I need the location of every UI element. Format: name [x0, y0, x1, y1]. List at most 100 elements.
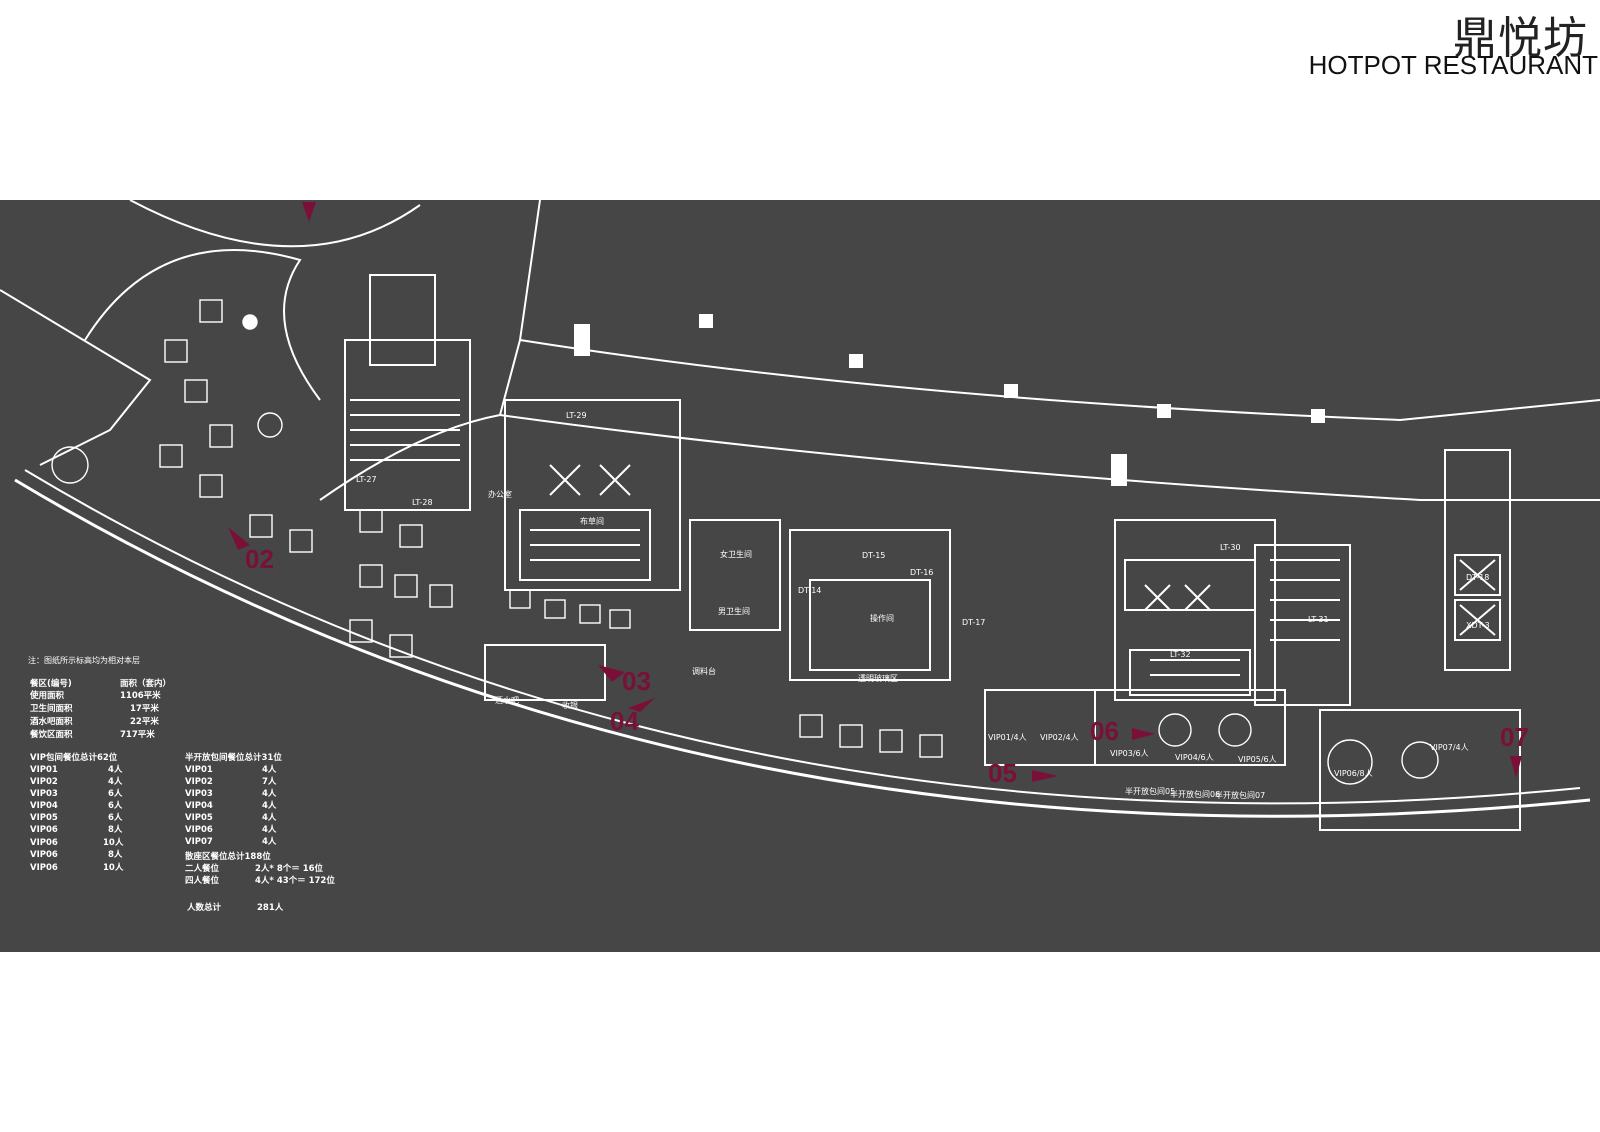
semi-value: 7人	[262, 776, 277, 787]
semi-value: 4人	[262, 764, 277, 775]
vip-name: VIP06	[30, 825, 58, 835]
lift-label: LT-32	[1170, 650, 1191, 659]
open-value: 2人* 8个＝ 16位	[255, 863, 324, 874]
vip-value: 8人	[108, 824, 123, 835]
room-label: VIP05/6人	[1238, 755, 1277, 764]
lift-label: LT-31	[1308, 615, 1329, 624]
lift-label: LT-27	[356, 475, 377, 484]
semi-value: 4人	[262, 824, 277, 835]
semi-name: VIP05	[185, 813, 213, 823]
vip-value: 4人	[108, 764, 123, 775]
vip-name: VIP05	[30, 813, 58, 823]
vip-name: VIP06	[30, 850, 58, 860]
vip-name: VIP02	[30, 777, 58, 787]
lift-label: DT-14	[798, 586, 821, 595]
semi-name: VIP02	[185, 777, 213, 787]
dining-tables	[51, 299, 1439, 785]
vip-name: VIP06	[30, 838, 58, 848]
room-labels: 办公室 布草间 女卫生间 男卫生间 操作间 透明玻璃区 调料台 酒水吧 收银 V…	[488, 489, 1469, 800]
room-label: 办公室	[488, 489, 512, 499]
vip-value: 6人	[108, 812, 123, 823]
open-name: 四人餐位	[185, 875, 220, 886]
lift-label: DT-18	[1466, 573, 1489, 582]
room-label: VIP04/6人	[1175, 753, 1214, 762]
lift-label: DT-17	[962, 618, 985, 627]
lift-label: DT-15	[862, 551, 885, 560]
room-label: 女卫生间	[720, 549, 752, 559]
lift-label: XDT-3	[1466, 621, 1490, 630]
marker-05: 05	[988, 758, 1017, 788]
lift-label: LT-28	[412, 498, 433, 507]
room-label: 操作间	[870, 613, 894, 623]
area-header-value: 面积（套内）	[120, 678, 171, 689]
lift-label: DT-16	[910, 568, 933, 577]
vip-value: 10人	[103, 862, 124, 873]
marker-arrow-icon	[598, 665, 625, 682]
plan-background	[0, 200, 1600, 952]
vip-value: 4人	[108, 776, 123, 787]
marker-arrow-icon	[628, 698, 655, 712]
area-value: 717平米	[120, 729, 155, 740]
marker-02: 02	[245, 544, 274, 574]
marker-arrow-icon	[228, 527, 250, 550]
room-label: VIP07/4人	[1430, 743, 1469, 752]
room-label: 半开放包间05	[1125, 786, 1175, 796]
open-name: 二人餐位	[185, 863, 220, 874]
lift-label: LT-30	[1220, 543, 1241, 552]
room-label: 酒水吧	[495, 695, 519, 705]
room-label: VIP06/8人	[1334, 769, 1373, 778]
title-chinese: 鼎悦坊	[1453, 13, 1588, 64]
lift-label: LT-29	[566, 411, 587, 420]
title-english: HOTPOT RESTAURANT	[1308, 50, 1598, 80]
semi-name: VIP07	[185, 837, 213, 847]
open-title: 散座区餐位总计188位	[185, 851, 271, 862]
semi-name: VIP04	[185, 801, 213, 811]
view-markers: 01 02 03 04 05 06 07	[228, 200, 1529, 788]
area-name: 卫生间面积	[30, 703, 73, 714]
room-label: 透明玻璃区	[858, 673, 898, 683]
marker-arrow-icon	[1032, 770, 1058, 782]
vip-value: 10人	[103, 837, 124, 848]
semi-name: VIP01	[185, 765, 213, 775]
room-label: 男卫生间	[718, 606, 750, 616]
area-name: 使用面积	[29, 690, 65, 701]
semi-value: 4人	[262, 800, 277, 811]
semi-title: 半开放包间餐位总计31位	[185, 752, 282, 763]
vip-name: VIP06	[30, 863, 58, 873]
room-label: 半开放包间07	[1215, 790, 1265, 800]
marker-06: 06	[1090, 716, 1119, 746]
room-label: 布草间	[580, 516, 604, 526]
area-value: 17平米	[130, 703, 159, 714]
room-label: VIP01/4人	[988, 733, 1027, 742]
marker-arrow-icon	[1132, 728, 1155, 740]
vip-name: VIP04	[30, 801, 58, 811]
vip-value: 6人	[108, 788, 123, 799]
total-value: 281人	[257, 902, 284, 913]
marker-arrow-icon	[302, 202, 316, 222]
semi-value: 4人	[262, 788, 277, 799]
room-label: VIP02/4人	[1040, 733, 1079, 742]
semi-name: VIP03	[185, 789, 213, 799]
room-label: 半开放包间06	[1170, 789, 1220, 799]
lift-labels: LT-27 LT-28 LT-29 LT-30 LT-31 LT-32 DT-1…	[356, 411, 1490, 659]
marker-03: 03	[622, 666, 651, 696]
semi-value: 4人	[262, 836, 277, 847]
area-header-name: 餐区(编号)	[29, 678, 72, 689]
room-label: 收银	[562, 700, 578, 710]
vip-name: VIP03	[30, 789, 58, 799]
marker-04: 04	[610, 706, 639, 736]
legend: 注：图纸所示标高均为相对本层 餐区(编号) 面积（套内） 使用面积 1106平米…	[28, 655, 335, 913]
open-value: 4人* 43个＝ 172位	[255, 875, 335, 886]
area-name: 酒水吧面积	[30, 716, 73, 727]
legend-note: 注：图纸所示标高均为相对本层	[28, 655, 140, 665]
semi-name: VIP06	[185, 825, 213, 835]
vip-name: VIP01	[30, 765, 58, 775]
vip-title: VIP包间餐位总计62位	[30, 752, 118, 763]
marker-arrow-icon	[1510, 756, 1522, 778]
area-value: 1106平米	[120, 690, 161, 701]
marker-07: 07	[1500, 722, 1529, 752]
total-name: 人数总计	[187, 902, 222, 913]
room-label: VIP03/6人	[1110, 749, 1149, 758]
semi-value: 4人	[262, 812, 277, 823]
room-label: 调料台	[692, 666, 716, 676]
